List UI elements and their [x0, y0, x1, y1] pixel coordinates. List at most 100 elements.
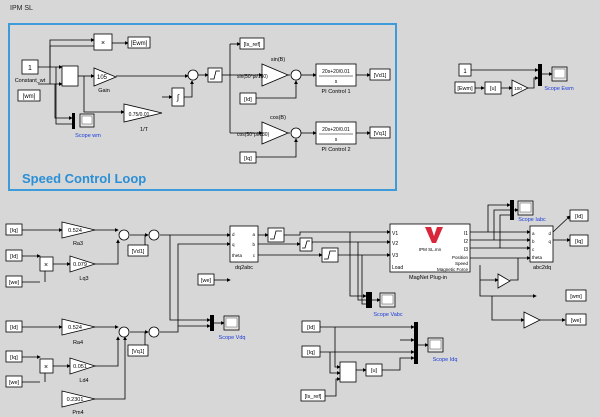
math-block-idq[interactable] — [339, 361, 357, 383]
id-tag-label-speed: [Id] — [244, 97, 252, 103]
iq-idq-label: [Iq] — [307, 350, 315, 356]
iq-from-tag-d[interactable]: [Iq] — [5, 223, 23, 236]
ra4-gain-block[interactable]: 0.524 — [61, 318, 96, 336]
product-block-d[interactable] — [39, 256, 54, 272]
speed-port: Speed — [455, 261, 469, 266]
id-from-tag-q[interactable]: [Id] — [5, 320, 23, 333]
sum-circle-pi2[interactable] — [290, 127, 302, 139]
integrator-symbol: ∫ — [176, 93, 180, 102]
wm-from-tag[interactable]: [wm] — [17, 89, 41, 102]
vd1-goto-tag[interactable]: [Vd1] — [369, 68, 391, 81]
vd1-from-label: [Vd1] — [132, 249, 145, 255]
id-from-tag-speed[interactable]: [Id] — [239, 92, 257, 105]
ra4-value: 0.524 — [68, 325, 82, 331]
iabc-mux[interactable] — [510, 200, 514, 220]
lq3-gain-block[interactable]: 0.079 — [69, 255, 97, 273]
product-block[interactable] — [93, 33, 113, 51]
product-block-q[interactable] — [39, 358, 54, 374]
we-from-tag-q[interactable]: [we] — [5, 375, 23, 388]
position-port: Position — [452, 255, 469, 260]
is-ref-from-tag[interactable]: [Is_ref] — [300, 389, 326, 402]
vq1-from-tag[interactable]: [Vq1] — [127, 344, 149, 357]
scope-iabc-label: Scope Iabc — [518, 217, 546, 223]
vabc-mux[interactable] — [366, 292, 372, 308]
id-goto-tag[interactable]: [Id] — [569, 209, 589, 222]
sin-expression: sin(50*pi/180) — [237, 74, 268, 80]
pm-gain-block[interactable]: 0.2301 — [61, 390, 96, 408]
saturation-block-a[interactable] — [267, 227, 285, 243]
sum-circle-q2[interactable] — [148, 326, 160, 338]
id-from-tag-idq[interactable]: [Id] — [301, 320, 321, 333]
scope-wm-block[interactable] — [72, 113, 95, 129]
sum-circle-d2[interactable] — [148, 229, 160, 241]
gain-block[interactable]: 105 — [93, 67, 118, 87]
iq-from-tag-q[interactable]: [Iq] — [5, 350, 23, 363]
wm-goto-label: [wm] — [570, 294, 582, 300]
dq-q-port: q — [232, 242, 235, 247]
cos-gain-block[interactable] — [261, 121, 290, 145]
v3-port: V3 — [392, 253, 398, 259]
iq-from-tag-speed[interactable]: [Iq] — [239, 151, 257, 164]
scope-ewm-block[interactable] — [551, 66, 568, 82]
gain-block-we[interactable] — [523, 311, 541, 329]
dq2abc-block[interactable]: d q theta a b c — [229, 225, 259, 263]
pi1-numerator: 20s+20/0.01 — [322, 69, 350, 75]
magnetic-force-port: Magnetic Force — [437, 267, 469, 272]
gain-block-wm[interactable] — [497, 273, 511, 289]
i2-port: I2 — [464, 239, 468, 245]
vq1-tag-label: [Vq1] — [374, 131, 387, 137]
saturation-block-c[interactable] — [321, 247, 339, 263]
is-ref-goto-tag[interactable]: [Is_ref] — [239, 37, 265, 50]
sum-circle-q1[interactable] — [118, 326, 130, 338]
sum-circle-speed[interactable] — [187, 69, 199, 81]
scope-vabc-block[interactable] — [379, 292, 396, 308]
we-goto-tag[interactable]: [we] — [565, 313, 587, 326]
sum-block-1[interactable] — [61, 65, 79, 87]
wm-goto-tag[interactable]: [wm] — [565, 289, 587, 302]
sum-circle-pi1[interactable] — [290, 69, 302, 81]
sin-gain-block[interactable] — [261, 63, 290, 87]
wm-tag-label: [wm] — [23, 94, 36, 100]
we-from-tag-dq[interactable]: [we] — [197, 273, 215, 286]
abc2dq-block[interactable]: a b c theta d q — [529, 225, 554, 263]
ld-gain-block[interactable]: 0.051 — [69, 357, 97, 375]
u-block-idq[interactable]: [u] — [365, 363, 383, 377]
product-sign-q: × — [44, 364, 48, 371]
ewm-gain-value: 100 — [514, 86, 522, 91]
ewm-constant-block[interactable]: 1 — [458, 63, 472, 77]
magnet-plugin-block[interactable]: V1 V2 V3 Load I1 I2 I3 Position Speed Ma… — [389, 223, 471, 273]
vq1-goto-tag[interactable]: [Vq1] — [369, 126, 391, 139]
saturation-icon-b — [302, 240, 310, 249]
we-from-tag-d[interactable]: [we] — [5, 275, 23, 288]
scope-iabc-block[interactable] — [517, 200, 534, 216]
scope-vdq-block[interactable] — [223, 315, 240, 331]
vdq-mux[interactable] — [210, 315, 214, 331]
constant-wt-block[interactable]: 1 — [21, 59, 39, 75]
abc2dq-label: abc2dq — [533, 265, 551, 271]
iq-tag-label-q: [Iq] — [10, 355, 18, 361]
we-tag-label-q: [we] — [9, 380, 20, 386]
integrator-block[interactable] — [171, 87, 185, 107]
ewm-mux[interactable] — [538, 64, 542, 86]
iq-goto-tag[interactable]: [Iq] — [569, 234, 589, 247]
pm-value: 0.2301 — [67, 397, 84, 403]
abc-a-port: a — [532, 231, 535, 236]
id-from-tag-d[interactable]: [Id] — [5, 249, 23, 262]
iq-from-tag-idq[interactable]: [Iq] — [301, 345, 321, 358]
pi1-denominator: s — [335, 79, 338, 85]
ewm-goto-tag[interactable]: [Ewm] — [127, 36, 151, 49]
idq-mux[interactable] — [414, 322, 418, 364]
ewm-from-label: [Ewm] — [457, 86, 473, 92]
sum-circle-d1[interactable] — [118, 229, 130, 241]
is-ref-idq-label: [Is_ref] — [305, 394, 322, 400]
u-block[interactable]: [u] — [484, 81, 502, 95]
ra3-gain-block[interactable]: 0.524 — [61, 221, 96, 239]
vd1-from-tag[interactable]: [Vd1] — [127, 244, 149, 257]
pi-control-2[interactable]: 20s+20/0.01 s — [315, 121, 357, 145]
scope-idq-block[interactable] — [427, 337, 444, 353]
pi-control-1[interactable]: 20s+20/0.01 s — [315, 63, 357, 87]
ewm-gain-block[interactable]: 100 — [511, 79, 529, 97]
integral-gain-block[interactable]: 0.75/0.01 — [123, 103, 163, 123]
ewm-from-tag[interactable]: [Ewm] — [454, 81, 476, 94]
i1-port: I1 — [464, 231, 468, 237]
